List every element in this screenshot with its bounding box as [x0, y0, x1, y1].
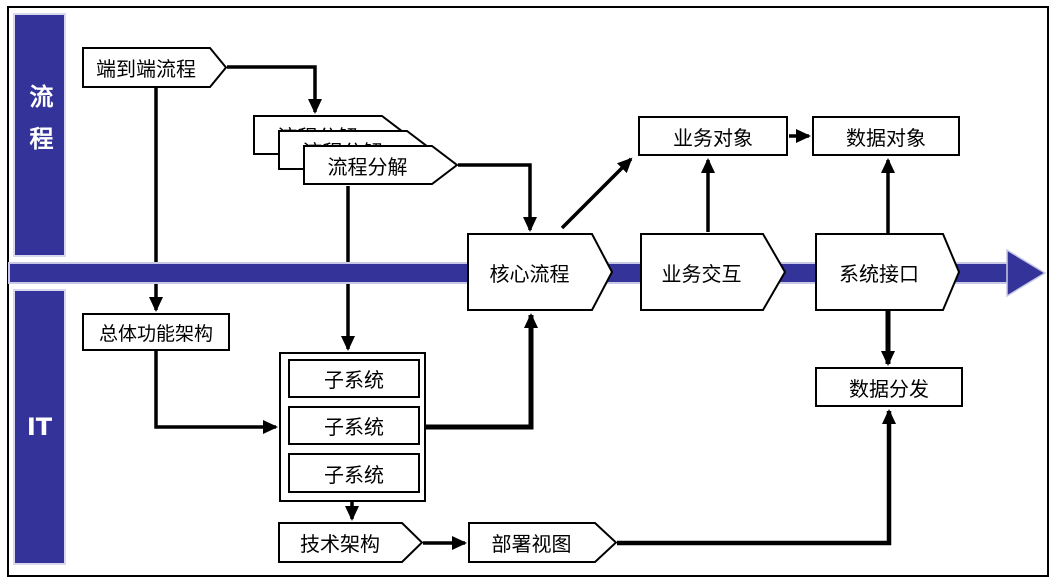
node-label: 子系统 — [324, 462, 384, 487]
node-label: 部署视图 — [491, 532, 572, 556]
node-overall-functional-architecture: 总体功能架构 — [82, 313, 230, 351]
node-label: 业务对象 — [673, 125, 753, 150]
pentagon-shape — [82, 47, 227, 88]
diagram-border — [7, 6, 1049, 577]
pentagon-shape — [815, 233, 960, 311]
node-deployment-view: 部署视图 — [468, 522, 617, 563]
edge-coreprocess-to-businessobject — [560, 157, 633, 230]
edge-endtoend-to-decomposition — [227, 65, 322, 114]
node-label: 子系统 — [324, 415, 384, 439]
node-data-object: 数据对象 — [812, 116, 960, 156]
node-label: 系统接口 — [839, 261, 919, 286]
node-label: 数据对象 — [846, 125, 926, 150]
main-flow-arrowhead — [1006, 248, 1047, 298]
pentagon-shape — [468, 522, 617, 563]
node-technical-architecture: 技术架构 — [278, 522, 423, 563]
node-system-interface: 系统接口 — [815, 233, 960, 311]
node-label: 数据分发 — [849, 376, 929, 401]
node-label: 流程分解 — [327, 154, 408, 179]
node-label: 核心流程 — [489, 261, 570, 286]
lane-it-label: IT — [26, 413, 53, 441]
pentagon-shape — [467, 233, 613, 311]
node-label: 业务交互 — [661, 261, 742, 286]
node-data-distribution: 数据分发 — [815, 367, 963, 407]
edge-decomposition-to-coreprocess — [458, 163, 537, 232]
node-business-object: 业务对象 — [638, 116, 788, 156]
node-end-to-end-process: 端到端流程 — [82, 47, 227, 88]
pentagon-shape — [278, 522, 423, 563]
node-core-process: 核心流程 — [467, 233, 613, 311]
lane-it-bar: IT — [13, 289, 66, 565]
node-label: 子系统 — [324, 368, 384, 392]
node-subsystem-2: 子系统 — [288, 406, 420, 445]
edge-subsystems-to-coreprocess — [426, 313, 538, 430]
node-label: 总体功能架构 — [98, 322, 213, 345]
lane-process-bar: 流程 — [13, 13, 66, 257]
node-label: 技术架构 — [300, 532, 380, 556]
lane-process-label: 流程 — [25, 84, 53, 168]
pentagon-shape — [303, 145, 458, 185]
node-subsystem-1: 子系统 — [288, 359, 420, 398]
node-process-decomposition: 流程分解 — [303, 145, 458, 185]
node-label: 端到端流程 — [96, 57, 196, 81]
edge-overallarch-to-subsystems — [154, 351, 278, 434]
node-subsystem-3: 子系统 — [288, 453, 420, 493]
edge-deployview-to-datadistribution — [617, 409, 896, 546]
node-business-interaction: 业务交互 — [640, 233, 786, 311]
pentagon-shape — [640, 233, 786, 311]
